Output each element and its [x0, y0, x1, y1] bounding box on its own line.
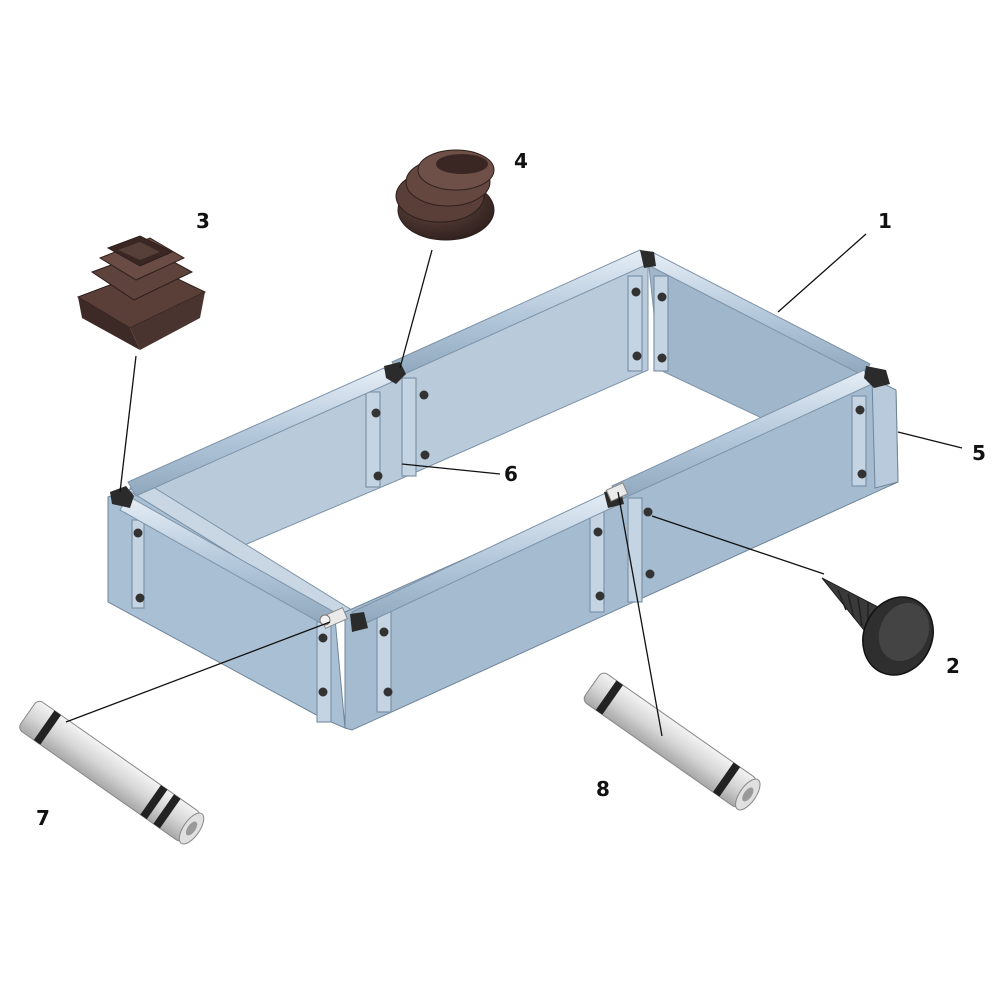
leader-8 [617, 491, 663, 737]
callout-8: 8 [596, 777, 610, 801]
panel-seams [131, 275, 867, 723]
callout-7: 7 [36, 806, 50, 830]
square-end-plug [76, 235, 207, 350]
callout-3: 3 [196, 209, 210, 233]
connector-pin-left [19, 700, 205, 845]
leader-1 [777, 233, 867, 313]
leader-4 [399, 249, 433, 369]
screw-holes [133, 287, 867, 697]
round-end-plug [395, 149, 495, 241]
leader-2 [651, 515, 825, 575]
leader-5 [897, 431, 963, 449]
callout-1: 1 [878, 209, 892, 233]
callout-4: 4 [514, 149, 528, 173]
callout-2: 2 [946, 654, 960, 678]
screw [821, 577, 934, 676]
leader-6 [401, 463, 501, 475]
leader-7 [65, 621, 331, 723]
callout-6: 6 [504, 462, 518, 486]
callout-5: 5 [972, 441, 986, 465]
corner-caps [110, 250, 890, 632]
leader-lines [65, 233, 963, 737]
leader-3 [119, 355, 137, 493]
top-rails [119, 249, 873, 627]
connector-pin-right [583, 672, 761, 811]
right-end-panel [871, 377, 899, 489]
raised-bed-frame [107, 249, 899, 731]
callout-labels: 1 2 3 4 5 6 7 8 [36, 149, 986, 830]
rail-back-left [127, 367, 393, 497]
